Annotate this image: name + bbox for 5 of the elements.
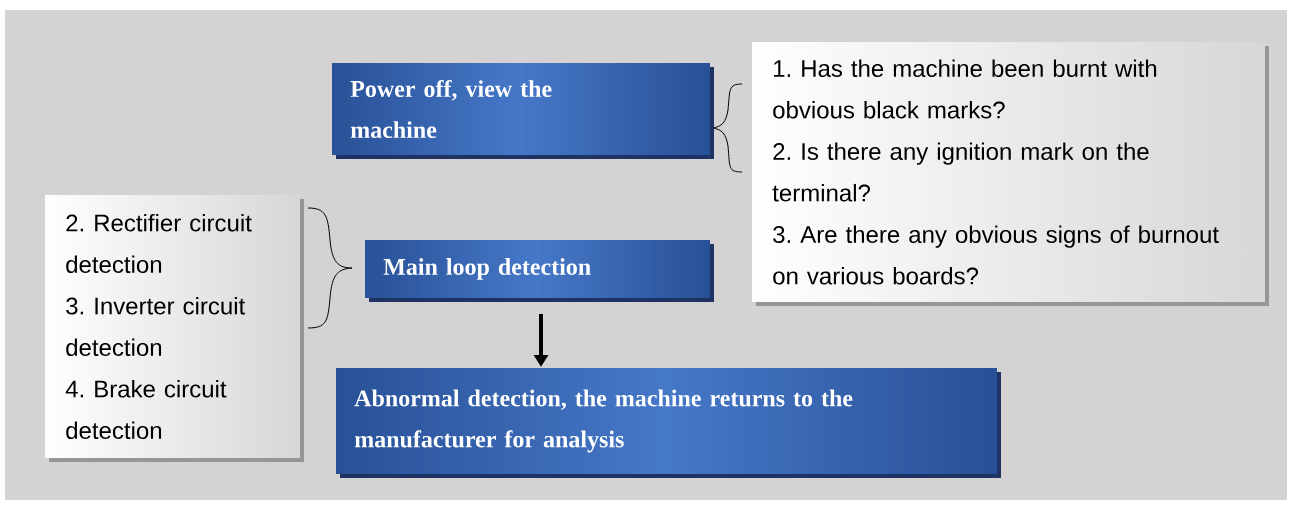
checklist-box: 2. Rectifier circuit detection 3. Inverter circuit detection 4. Brake circuit detection [45, 195, 304, 462]
checklist-box: 1. Has the machine been burnt with obvious black marks? 2. Is there any ignition mark on the terminal? 3. Are there any obvious signs of burnout on various boards? [752, 42, 1269, 306]
process-box: Power off, view the machine [332, 63, 714, 159]
process-box: Main loop detection [365, 240, 714, 302]
process-box: Abnormal detection, the machine returns to the manufacturer for analysis [336, 368, 1001, 478]
